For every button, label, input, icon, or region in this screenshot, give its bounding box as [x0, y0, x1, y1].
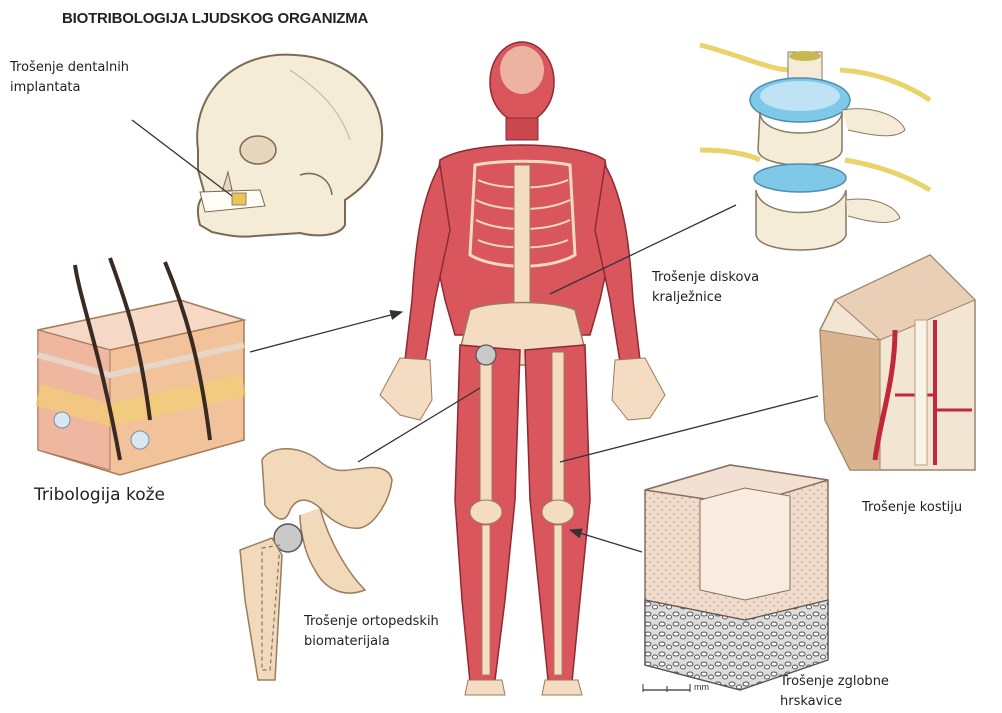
human-body-illustration — [380, 42, 665, 695]
pointer-bone — [560, 396, 818, 462]
spine-illustration — [700, 45, 930, 250]
cartilage-illustration — [645, 465, 828, 690]
bone-section-illustration — [820, 255, 975, 470]
scale-bar-unit: mm — [694, 682, 709, 692]
skin-illustration — [38, 258, 244, 475]
hip-implant-illustration — [240, 449, 392, 680]
pointer-skin — [250, 312, 402, 352]
skull-illustration — [197, 55, 382, 237]
scale-bar: mm — [643, 682, 709, 692]
